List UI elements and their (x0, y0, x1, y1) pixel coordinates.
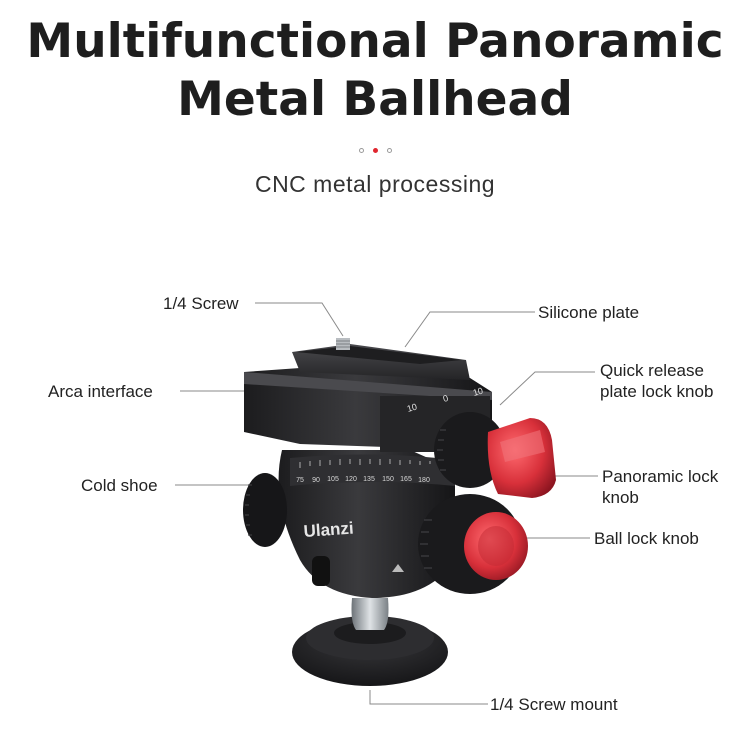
callout-panoramic-line1: Panoramic lock (602, 467, 719, 486)
scale-number: 180 (418, 477, 430, 484)
ball-stem (351, 598, 389, 630)
page-title-line-2: Metal Ballhead (177, 72, 573, 127)
pagination-dot-3[interactable] (387, 148, 392, 153)
scale-number: 75 (296, 477, 304, 484)
page-title-line-1: Multifunctional Panoramic (26, 14, 724, 69)
subtitle: CNC metal processing (254, 171, 496, 197)
callout-quick-release-line1: Quick release (600, 361, 704, 380)
callout-silicone-plate: Silicone plate (538, 303, 640, 322)
callout-cold-shoe: Cold shoe (81, 476, 158, 495)
cold-shoe-knob (243, 473, 287, 547)
callout-panoramic-line2: knob (602, 488, 639, 507)
pagination-dot-2-active[interactable] (373, 148, 378, 153)
silicone-plate (296, 346, 462, 364)
base-foot-knurl (334, 622, 406, 644)
callout-leader-lines (175, 302, 598, 705)
scale-number: 105 (327, 476, 339, 483)
pagination-dots[interactable] (356, 146, 396, 156)
quick-release-knob (434, 412, 506, 488)
callout-quick-release-line2: plate lock knob (600, 382, 714, 401)
scale-number: 90 (312, 477, 320, 484)
callout-arca-interface: Arca interface (48, 382, 153, 401)
ball-slot (312, 556, 330, 586)
rotation-scale-ring (290, 454, 455, 486)
plate-scale-number: 10 (406, 402, 418, 414)
callout-screw-mount: 1/4 Screw mount (490, 695, 618, 714)
callout-ball-lock-knob: Ball lock knob (594, 529, 699, 548)
lock-icon (392, 564, 404, 572)
rotation-scale-numbers: 75 90 105 120 135 150 165 180 (296, 476, 430, 484)
scale-number: 150 (382, 476, 394, 483)
brand-logo-text: Ulanzi (303, 519, 354, 541)
plate-scale-numbers: 10 0 10 (406, 386, 484, 414)
pagination-dot-1[interactable] (359, 148, 364, 153)
panoramic-lock-lever (487, 418, 556, 498)
plate-scale-number: 0 (442, 393, 450, 404)
scale-number: 135 (363, 476, 375, 483)
callout-screw: 1/4 Screw (163, 294, 239, 313)
base-foot-group (292, 616, 448, 686)
scale-number: 120 (345, 476, 357, 483)
plate-scale-number: 10 (472, 386, 484, 398)
scale-number: 165 (400, 476, 412, 483)
